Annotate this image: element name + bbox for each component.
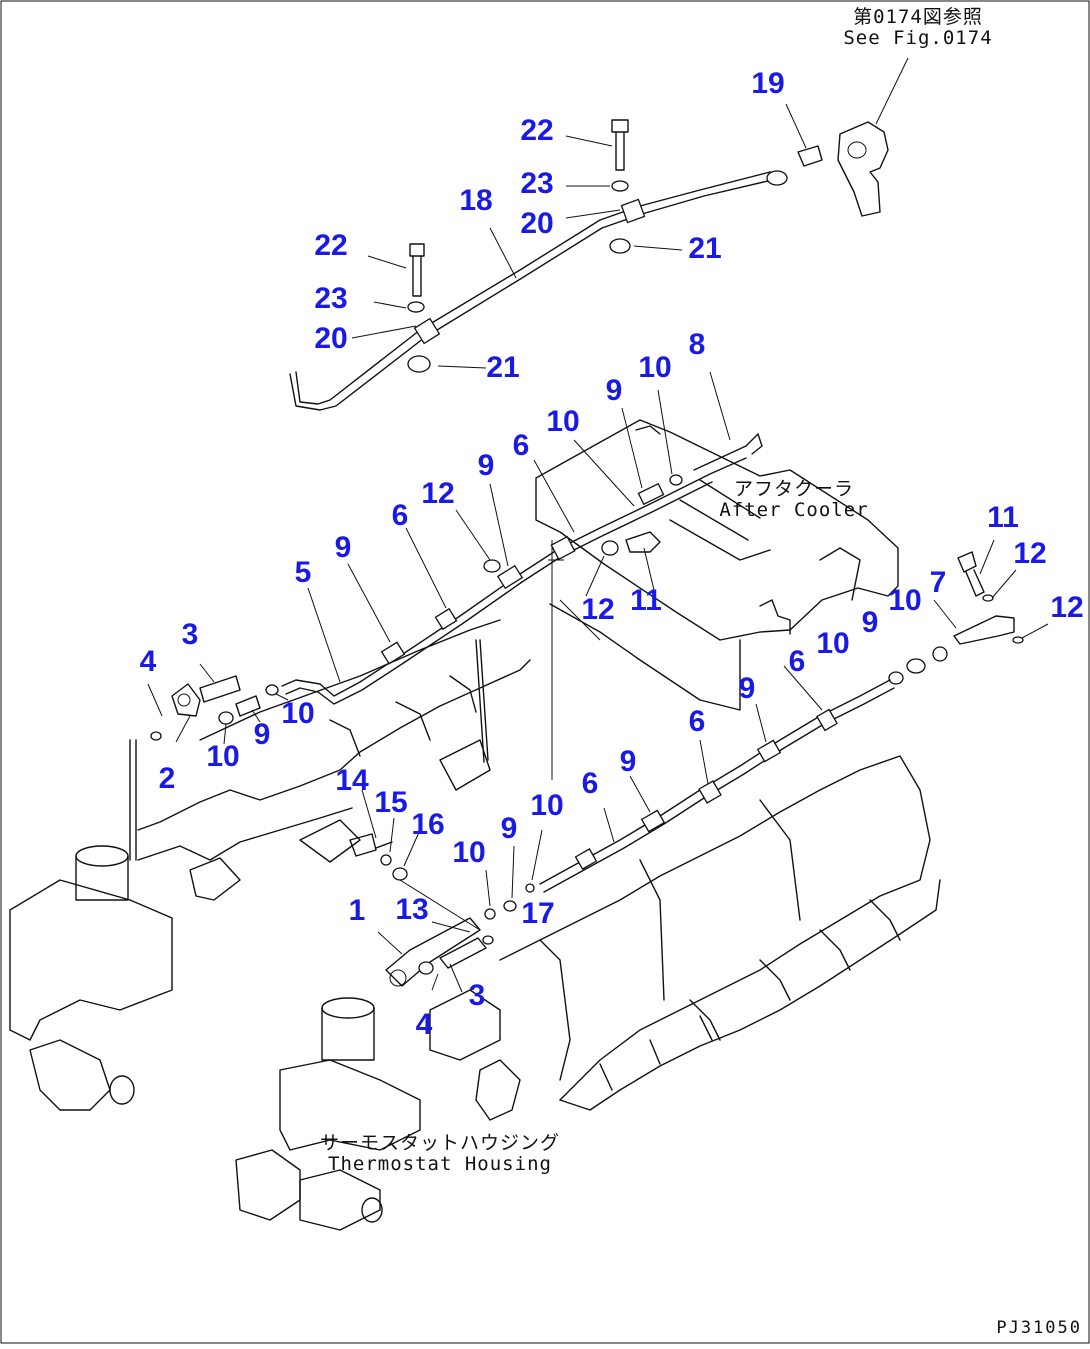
aftercooler-body — [535, 419, 899, 780]
callout-21[interactable]: 21 — [486, 351, 520, 384]
thermostat-label-jp: サーモスタットハウジング — [319, 1132, 561, 1155]
callout-10[interactable]: 10 — [546, 405, 580, 438]
callout-22[interactable]: 22 — [520, 114, 554, 147]
callout-10[interactable]: 10 — [530, 789, 564, 822]
reference-note-jp: 第0174図参照 — [853, 6, 983, 29]
callout-23[interactable]: 23 — [314, 282, 348, 315]
callout-12[interactable]: 12 — [421, 477, 455, 510]
callout-4[interactable]: 4 — [139, 645, 157, 678]
callout-6[interactable]: 6 — [688, 705, 706, 738]
upper-tube-assembly — [289, 57, 909, 411]
callout-9[interactable]: 9 — [500, 812, 518, 845]
callout-13[interactable]: 13 — [395, 893, 429, 926]
callout-12[interactable]: 12 — [1013, 537, 1047, 570]
callout-2[interactable]: 2 — [158, 762, 176, 795]
drawing-code: PJ31050 — [996, 1318, 1082, 1338]
reference-note: 第0174図参照 See Fig.0174 — [843, 7, 992, 49]
callout-11[interactable]: 11 — [987, 501, 1019, 534]
callout-11[interactable]: 11 — [630, 584, 662, 617]
lower-fitting-group — [349, 789, 543, 993]
thermostat-label: サーモスタットハウジング Thermostat Housing — [320, 1133, 560, 1175]
lower-thermostat-housing — [235, 997, 421, 1231]
callout-23[interactable]: 23 — [520, 167, 554, 200]
callout-6[interactable]: 6 — [581, 767, 599, 800]
callout-12[interactable]: 12 — [1050, 591, 1084, 624]
callout-10[interactable]: 10 — [888, 584, 922, 617]
callout-10[interactable]: 10 — [638, 351, 672, 384]
aftercooler-label-en: After Cooler — [719, 499, 869, 521]
callout-20[interactable]: 20 — [520, 207, 554, 240]
callout-9[interactable]: 9 — [861, 606, 879, 639]
callout-21[interactable]: 21 — [688, 232, 722, 265]
engine-body — [137, 619, 941, 1121]
lower-tube-assembly — [539, 665, 895, 893]
callout-9[interactable]: 9 — [334, 531, 352, 564]
reference-note-en: See Fig.0174 — [843, 27, 993, 49]
callout-4[interactable]: 4 — [415, 1008, 433, 1041]
callout-10[interactable]: 10 — [452, 836, 486, 869]
callout-3[interactable]: 3 — [468, 979, 486, 1012]
callout-3[interactable]: 3 — [181, 618, 199, 651]
callout-10[interactable]: 10 — [816, 627, 850, 660]
callout-17[interactable]: 17 — [521, 897, 555, 930]
callout-15[interactable]: 15 — [374, 786, 408, 819]
callout-22[interactable]: 22 — [314, 229, 348, 262]
callout-6[interactable]: 6 — [512, 429, 530, 462]
callout-9[interactable]: 9 — [253, 718, 271, 751]
callout-6[interactable]: 6 — [788, 645, 806, 678]
callout-19[interactable]: 19 — [751, 67, 785, 100]
callout-10[interactable]: 10 — [281, 697, 315, 730]
right-fitting-group — [888, 539, 1049, 685]
callout-14[interactable]: 14 — [335, 764, 369, 797]
aftercooler-label-jp: アフタクーラ — [733, 478, 854, 501]
thermostat-label-en: Thermostat Housing — [328, 1153, 552, 1175]
callout-12[interactable]: 12 — [581, 593, 615, 626]
main-tube-assembly — [281, 371, 763, 705]
callout-20[interactable]: 20 — [314, 322, 348, 355]
aftercooler-label: アフタクーラ After Cooler — [719, 479, 868, 521]
callout-8[interactable]: 8 — [688, 328, 706, 361]
callout-9[interactable]: 9 — [477, 449, 495, 482]
callout-1[interactable]: 1 — [348, 894, 366, 927]
callout-5[interactable]: 5 — [294, 556, 312, 589]
callout-16[interactable]: 16 — [411, 808, 445, 841]
left-thermostat-housing — [9, 739, 173, 1111]
callout-9[interactable]: 9 — [738, 672, 756, 705]
callout-10[interactable]: 10 — [206, 740, 240, 773]
callout-18[interactable]: 18 — [459, 184, 493, 217]
left-fitting-group — [147, 663, 289, 745]
callout-9[interactable]: 9 — [605, 374, 623, 407]
callout-6[interactable]: 6 — [391, 499, 409, 532]
callout-9[interactable]: 9 — [619, 745, 637, 778]
callout-7[interactable]: 7 — [929, 566, 947, 599]
